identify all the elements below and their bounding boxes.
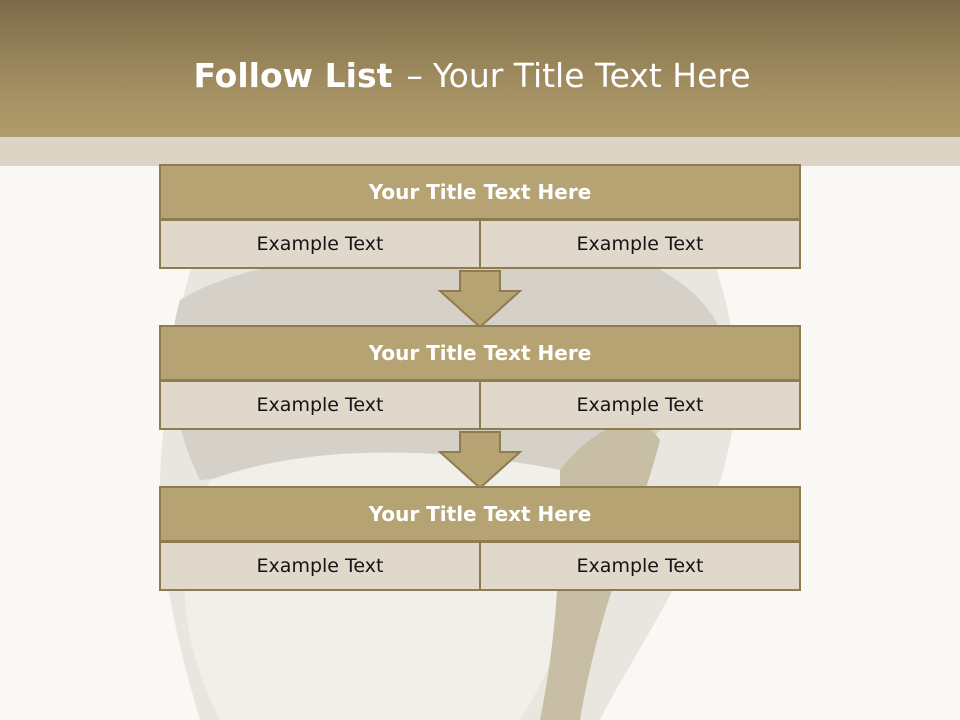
block-title: Your Title Text Here: [159, 486, 801, 542]
header-strip: [0, 137, 960, 166]
title-rest: Your Title Text Here: [432, 56, 751, 95]
block-cell-left: Example Text: [159, 219, 481, 269]
block-cell-right: Example Text: [479, 219, 801, 269]
block-title: Your Title Text Here: [159, 325, 801, 381]
title-bold-part: Follow List: [193, 56, 393, 95]
down-arrow-icon: [438, 270, 522, 329]
block-row: Example Text Example Text: [159, 380, 801, 430]
list-block-2: Your Title Text Here Example Text Exampl…: [159, 325, 801, 430]
block-cell-right: Example Text: [479, 541, 801, 591]
block-cell-left: Example Text: [159, 541, 481, 591]
list-block-3: Your Title Text Here Example Text Exampl…: [159, 486, 801, 591]
block-row: Example Text Example Text: [159, 219, 801, 269]
block-row: Example Text Example Text: [159, 541, 801, 591]
list-block-1: Your Title Text Here Example Text Exampl…: [159, 164, 801, 269]
block-cell-left: Example Text: [159, 380, 481, 430]
down-arrow-icon: [438, 431, 522, 490]
slide-title: Follow List–Your Title Text Here: [0, 52, 944, 100]
block-cell-right: Example Text: [479, 380, 801, 430]
header-bar: [0, 0, 960, 137]
block-title: Your Title Text Here: [159, 164, 801, 220]
title-separator: –: [406, 56, 423, 95]
